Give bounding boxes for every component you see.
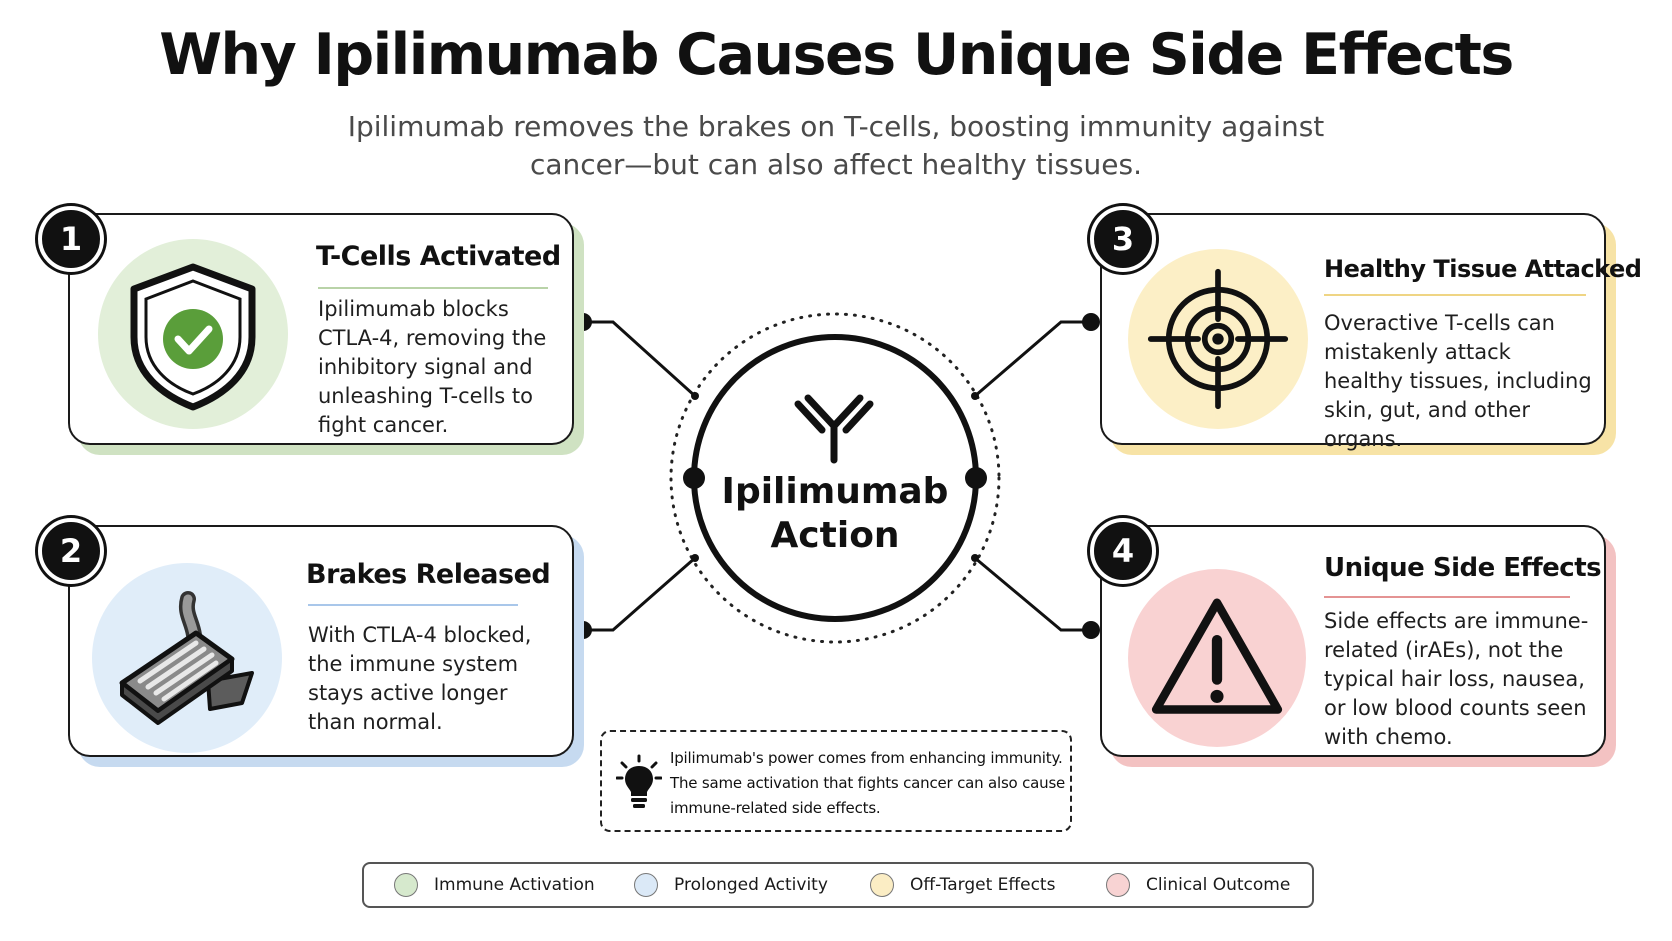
legend: Immune Activation Prolonged Activity Off… <box>362 862 1314 908</box>
connector-2 <box>583 556 696 632</box>
brake-pedal-icon <box>92 563 282 753</box>
step-card-1: T-Cells Activated Ipilimumab blocks CTLA… <box>68 213 574 445</box>
connector-3 <box>974 320 1091 398</box>
legend-item-clinical-outcome: Clinical Outcome <box>1106 864 1290 906</box>
legend-swatch <box>1106 873 1130 897</box>
connector-4 <box>974 556 1091 632</box>
hub-node-right <box>965 467 987 489</box>
legend-swatch <box>634 873 658 897</box>
step-body-2: With CTLA-4 blocked, the immune system s… <box>308 623 532 734</box>
legend-label: Immune Activation <box>434 875 595 895</box>
step-rule-4 <box>1324 596 1570 598</box>
target-icon <box>1128 249 1308 429</box>
connector-1 <box>583 320 697 398</box>
antibody-icon <box>794 394 874 464</box>
step-rule-1 <box>318 287 548 289</box>
step-badge-4: 4 <box>1090 518 1156 584</box>
lightbulb-icon <box>616 754 662 808</box>
legend-swatch <box>870 873 894 897</box>
step-body-4: Side effects are immune-related (irAEs),… <box>1324 609 1589 749</box>
shield-check-icon <box>98 239 288 429</box>
note-text: Ipilimumab's power comes from enhancing … <box>670 749 1066 817</box>
step-card-2: Brakes Released With CTLA-4 blocked, the… <box>68 525 574 757</box>
step-title-2: Brakes Released <box>306 559 551 590</box>
step-card-4: Unique Side Effects Side effects are imm… <box>1100 525 1606 757</box>
legend-item-off-target-effects: Off-Target Effects <box>870 864 1055 906</box>
step-badge-3: 3 <box>1090 206 1156 272</box>
page-subtitle: Ipilimumab removes the brakes on T-cells… <box>347 110 1325 181</box>
legend-item-immune-activation: Immune Activation <box>394 864 595 906</box>
page-title: Why Ipilimumab Causes Unique Side Effect… <box>159 22 1514 88</box>
step-body-3: Overactive T-cells can mistakenly attack… <box>1324 311 1592 451</box>
legend-label: Off-Target Effects <box>910 875 1056 895</box>
hub-dotted-ring <box>669 312 1001 644</box>
step-rule-2 <box>308 604 518 606</box>
step-body-1: Ipilimumab blocks CTLA-4, removing the i… <box>318 297 547 437</box>
legend-swatch <box>394 873 418 897</box>
key-insight-note: Ipilimumab's power comes from enhancing … <box>600 730 1072 832</box>
step-title-3: Healthy Tissue Attacked <box>1324 255 1642 283</box>
step-badge-2: 2 <box>38 518 104 584</box>
step-rule-3 <box>1324 294 1586 296</box>
hub-label: Ipilimumab Action <box>721 471 949 556</box>
legend-label: Clinical Outcome <box>1146 875 1291 895</box>
step-title-1: T-Cells Activated <box>316 241 561 272</box>
hub-node-left <box>683 467 705 489</box>
legend-item-prolonged-activity: Prolonged Activity <box>634 864 828 906</box>
warning-icon <box>1128 569 1306 747</box>
legend-label: Prolonged Activity <box>674 875 828 895</box>
step-title-4: Unique Side Effects <box>1324 553 1602 583</box>
step-card-3: Healthy Tissue Attacked Overactive T-cel… <box>1100 213 1642 451</box>
step-badge-1: 1 <box>38 206 104 272</box>
